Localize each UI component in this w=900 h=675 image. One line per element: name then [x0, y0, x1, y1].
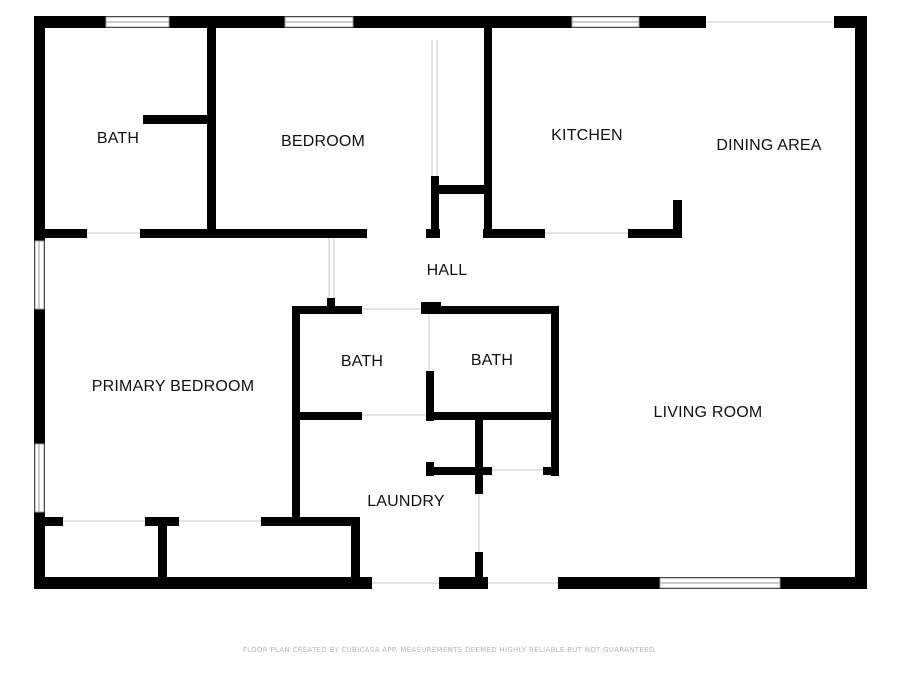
wall-upper-horizontal-d: [483, 229, 545, 238]
wall-bath-bedroom: [207, 24, 216, 236]
exterior-wall-bottom: [34, 577, 867, 589]
wall-baths-bottom-a: [292, 412, 362, 420]
wall-closet-right: [484, 24, 492, 236]
wall-baths-right: [551, 306, 559, 476]
room-labels: BATH BEDROOM KITCHEN DINING AREA HALL PR…: [92, 127, 822, 510]
exterior-wall-right: [855, 16, 867, 589]
wall-baths-top-c: [432, 306, 559, 314]
room-label-laundry: LAUNDRY: [367, 493, 445, 510]
window-top-bath: [105, 16, 170, 28]
window-left-lower: [34, 443, 45, 513]
wall-closet-top-a: [34, 517, 63, 526]
room-label-bath-center-left: BATH: [341, 353, 383, 370]
window-top-bedroom: [284, 16, 354, 28]
door-openings: [63, 15, 834, 590]
footer-disclaimer: FLOOR PLAN CREATED BY CUBICASA APP. MEAS…: [242, 646, 658, 654]
wall-bath-stub: [143, 115, 211, 124]
room-label-bath: BATH: [97, 130, 139, 147]
room-label-kitchen: KITCHEN: [551, 127, 623, 144]
window-bottom-living: [659, 577, 781, 589]
exterior-wall-top: [34, 16, 867, 28]
wall-baths-lower-horizontal: [426, 467, 492, 475]
wall-upper-horizontal-b: [140, 229, 367, 238]
wall-closet-left: [431, 176, 439, 236]
wall-baths-lower-right: [543, 467, 559, 475]
windows: [34, 16, 781, 589]
wall-baths-top-a: [292, 306, 362, 314]
wall-closet-divider: [158, 517, 167, 589]
room-label-bath-center-right: BATH: [471, 352, 513, 369]
room-label-primary-bedroom: PRIMARY BEDROOM: [92, 378, 254, 395]
wall-baths-middle-stub-a: [426, 371, 434, 421]
room-label-dining-area: DINING AREA: [716, 137, 821, 154]
window-left-upper: [34, 240, 45, 310]
room-label-bedroom: BEDROOM: [281, 133, 365, 150]
wall-laundry-right-low: [475, 552, 483, 589]
wall-closet-top-c: [261, 517, 359, 526]
wall-baths-bottom-b: [426, 412, 559, 420]
exterior-walls: [34, 16, 867, 589]
wall-laundry-right: [475, 416, 483, 494]
window-top-kitchen: [571, 16, 640, 28]
wall-kitchen-stub: [673, 200, 682, 238]
room-label-living-room: LIVING ROOM: [654, 404, 763, 421]
wall-closet-right: [351, 517, 360, 589]
wall-hall-stub: [327, 298, 335, 309]
wall-upper-horizontal-a: [34, 229, 87, 238]
interior-walls: [34, 24, 682, 589]
wall-closet-shelf: [431, 185, 489, 194]
wall-upper-horizontal-e: [628, 229, 682, 238]
room-label-hall: HALL: [427, 262, 468, 279]
